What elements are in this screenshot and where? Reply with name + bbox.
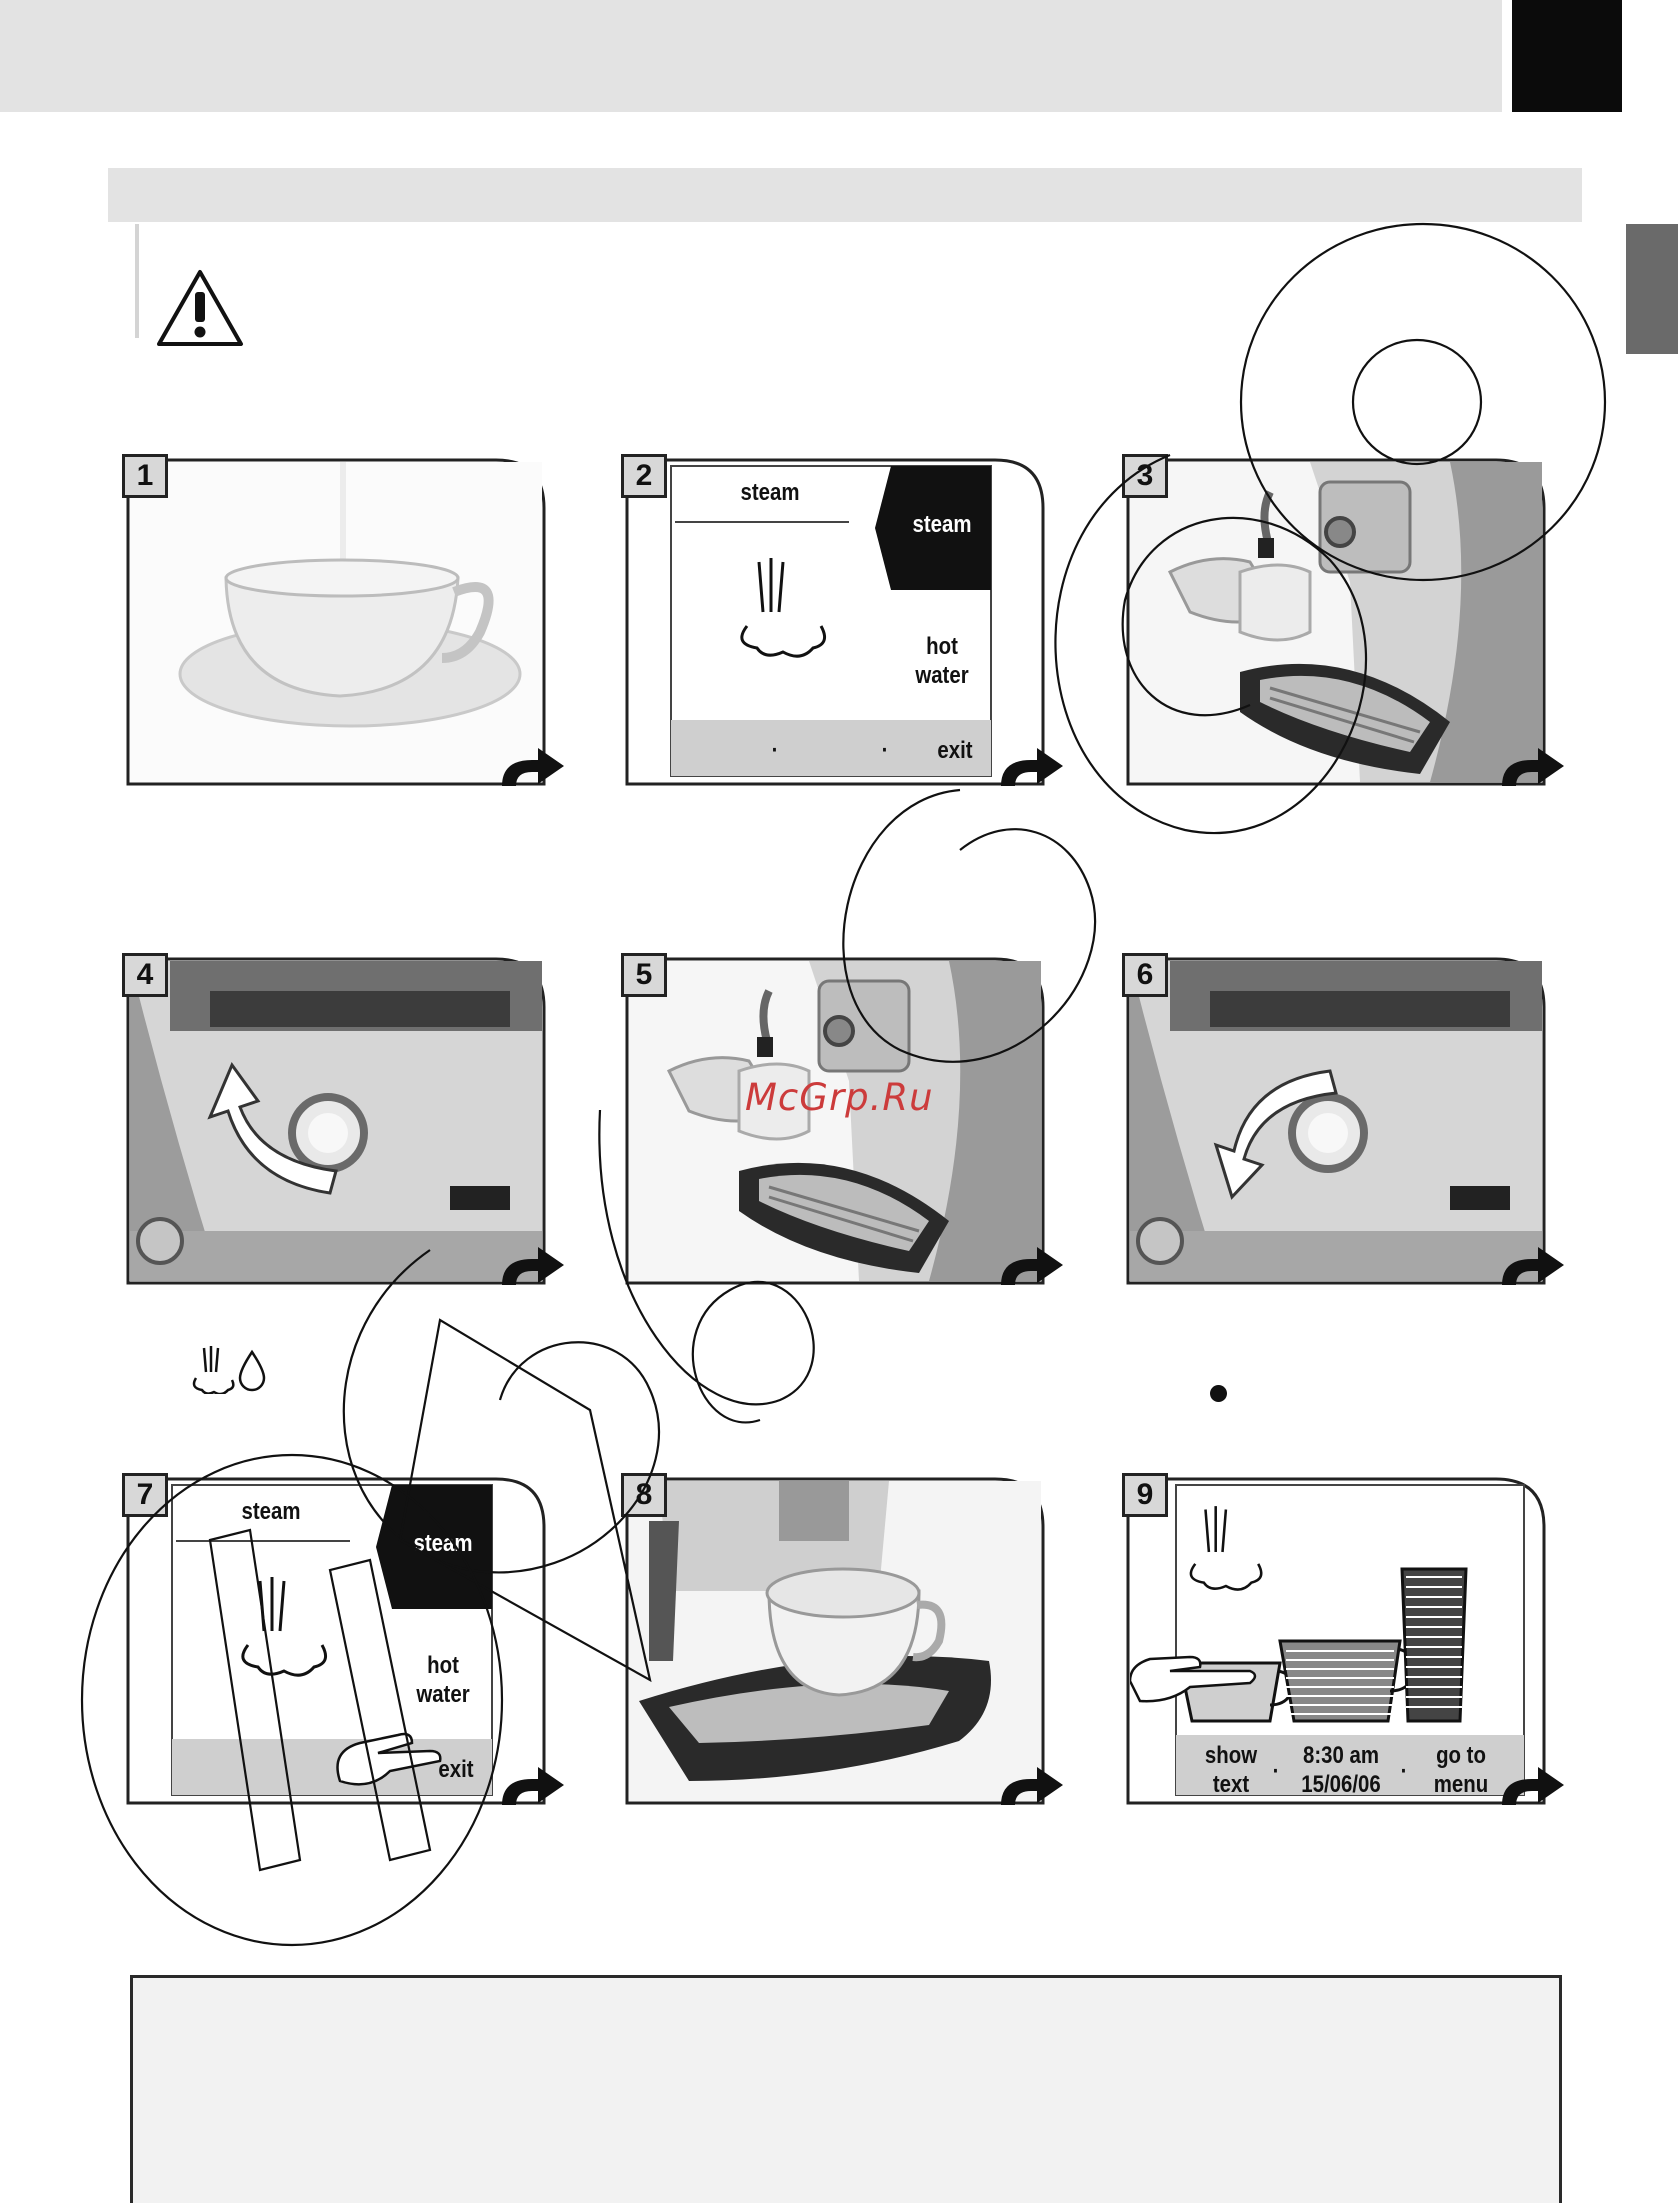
- step-number: 1: [122, 454, 168, 498]
- lcd-go-to-menu-button[interactable]: go to menu: [1433, 1742, 1489, 1798]
- large-cup-icon: [1400, 1567, 1468, 1723]
- header-bar: [0, 0, 1502, 112]
- step-number: 4: [122, 953, 168, 997]
- cup-photo: [130, 462, 542, 782]
- step-number: 3: [1122, 454, 1168, 498]
- steam-icon: [740, 558, 827, 658]
- warning-rule: [135, 224, 139, 338]
- machine-cup-photo: [629, 961, 1041, 1281]
- lcd-sep: ·: [1400, 1758, 1408, 1785]
- lcd-sep: ·: [1272, 1758, 1280, 1785]
- next-step-arrow-icon: [1502, 748, 1564, 786]
- step-number: 9: [1122, 1473, 1168, 1517]
- side-language-tab: [1626, 224, 1678, 354]
- step-panel-9: 9 show text · 8:30 am 15/06/06 · go to m…: [1122, 1473, 1564, 1805]
- next-step-arrow-icon: [1001, 1767, 1063, 1805]
- lcd-hot-water-option[interactable]: hot water: [416, 1652, 470, 1708]
- next-step-arrow-icon: [1502, 1247, 1564, 1285]
- next-step-arrow-icon: [1502, 1767, 1564, 1805]
- next-step-arrow-icon: [502, 1767, 564, 1805]
- bullet-dot: [1210, 1385, 1227, 1402]
- step-panel-8: 8: [621, 1473, 1063, 1805]
- knob-close-photo: [1130, 961, 1542, 1281]
- medium-cup-icon: [1278, 1639, 1417, 1723]
- step-number: 7: [122, 1473, 168, 1517]
- step-panel-2: 2 steam steam hot water exit · ·: [621, 454, 1063, 786]
- lcd-exit-button[interactable]: exit: [438, 1756, 474, 1783]
- lcd-steam-button[interactable]: steam: [413, 1530, 473, 1557]
- step-panel-6: 6: [1122, 953, 1564, 1285]
- step-number: 5: [621, 953, 667, 997]
- lcd-time: 8:30 am: [1303, 1742, 1379, 1769]
- lcd-screen: [1130, 1484, 1525, 1796]
- knob-open-photo: [130, 961, 542, 1281]
- touch-hand-icon: [1130, 1655, 1257, 1703]
- lcd-date: 15/06/06: [1301, 1771, 1381, 1798]
- step-panel-3: 3: [1122, 454, 1564, 786]
- water-drop-icon: [238, 1349, 266, 1392]
- lcd-screen: [670, 465, 992, 777]
- steam-icon: [192, 1346, 235, 1394]
- machine-cup-photo: [1130, 462, 1542, 782]
- header-black-tab: [1512, 0, 1622, 112]
- step-panel-4: 4: [122, 953, 564, 1285]
- warning-triangle-icon: [157, 270, 243, 346]
- lcd-show-text-button[interactable]: show text: [1204, 1742, 1258, 1798]
- lcd-sep: ·: [881, 737, 889, 764]
- steam-water-symbols: [192, 1346, 266, 1394]
- steam-icon: [1189, 1506, 1263, 1591]
- step-panel-1: 1: [122, 454, 564, 786]
- step-number: 8: [621, 1473, 667, 1517]
- step-number: 2: [621, 454, 667, 498]
- step-panel-5: 5: [621, 953, 1063, 1285]
- watermark-text: McGrp.Ru: [745, 1076, 934, 1119]
- lcd-hot-water-option[interactable]: hot water: [915, 633, 969, 689]
- lcd-title: steam: [241, 1498, 301, 1525]
- section-heading-bar: [108, 168, 1582, 222]
- lcd-sep: ·: [771, 737, 779, 764]
- cappuccino-photo: [629, 1481, 1041, 1801]
- step-panel-7: 7 steam steam hot water exit: [122, 1473, 564, 1805]
- note-box: [130, 1975, 1562, 2203]
- next-step-arrow-icon: [1001, 748, 1063, 786]
- next-step-arrow-icon: [1001, 1247, 1063, 1285]
- lcd-title: steam: [740, 479, 800, 506]
- next-step-arrow-icon: [502, 748, 564, 786]
- lcd-exit-button[interactable]: exit: [937, 737, 973, 764]
- lcd-steam-button[interactable]: steam: [912, 511, 972, 538]
- next-step-arrow-icon: [502, 1247, 564, 1285]
- step-number: 6: [1122, 953, 1168, 997]
